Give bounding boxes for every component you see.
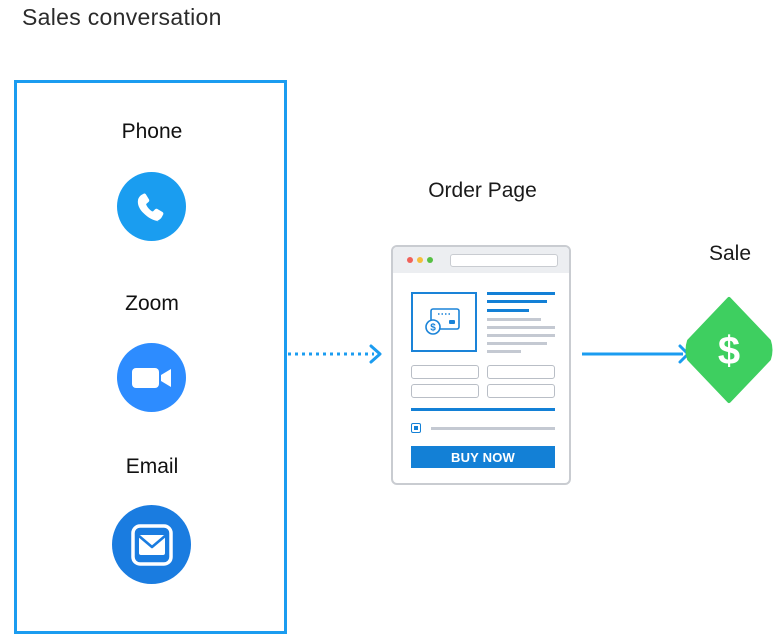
product-title-line xyxy=(487,292,555,295)
window-close-dot xyxy=(407,257,413,263)
channels-panel xyxy=(14,80,287,634)
product-text-line xyxy=(487,350,521,353)
payment-card-icon: $ xyxy=(425,308,460,335)
product-text-line xyxy=(487,342,547,345)
product-title-line xyxy=(487,309,529,312)
form-field[interactable] xyxy=(411,384,479,398)
form-field[interactable] xyxy=(487,365,555,379)
terms-checkbox[interactable] xyxy=(411,423,421,433)
window-maximize-dot xyxy=(427,257,433,263)
channel-label-zoom: Zoom xyxy=(125,292,179,315)
form-field[interactable] xyxy=(487,384,555,398)
envelope-icon xyxy=(112,505,191,584)
buy-now-button[interactable]: BUY NOW xyxy=(411,446,555,468)
channel-label-phone: Phone xyxy=(121,120,183,143)
sale-label: Sale xyxy=(708,242,752,265)
product-image: $ xyxy=(411,292,477,352)
form-field[interactable] xyxy=(411,365,479,379)
product-text-line xyxy=(487,334,555,337)
product-title-line xyxy=(487,300,547,303)
product-text-line xyxy=(487,318,541,321)
product-text-line xyxy=(487,326,555,329)
order-page-browser: $ BUY NOW xyxy=(391,245,571,485)
window-minimize-dot xyxy=(417,257,423,263)
channel-label-email: Email xyxy=(125,455,179,478)
dotted-arrow xyxy=(288,344,382,364)
browser-toolbar xyxy=(393,247,569,273)
address-bar xyxy=(450,254,558,267)
order-page-label: Order Page xyxy=(428,179,537,202)
svg-text:$: $ xyxy=(718,329,740,373)
diagram-title: Sales conversation xyxy=(22,4,222,30)
form-divider xyxy=(411,408,555,411)
video-camera-icon xyxy=(117,343,186,412)
terms-text-line xyxy=(431,427,555,430)
phone-icon xyxy=(117,172,186,241)
svg-text:$: $ xyxy=(430,323,436,334)
